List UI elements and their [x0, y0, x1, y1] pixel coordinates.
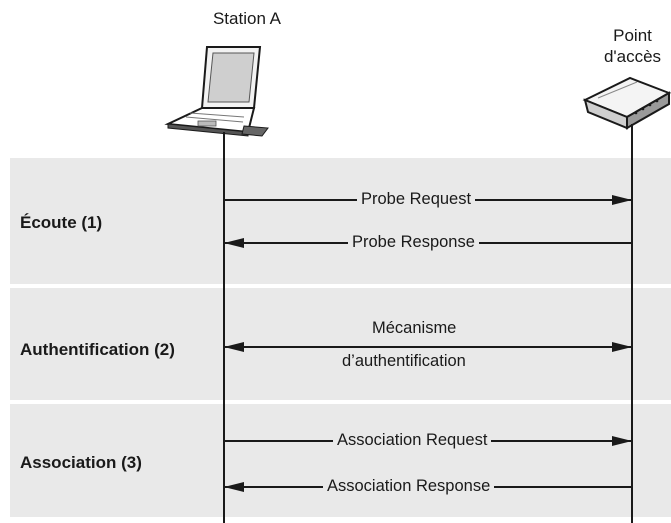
authentification-label-line2: d’authentification: [338, 352, 470, 371]
probe-request-label: Probe Request: [357, 190, 476, 209]
phase-label-association: Association (3): [20, 453, 142, 472]
access-point-label-line2: d'accès: [603, 47, 662, 66]
station-label: Station A: [212, 9, 282, 28]
access-point-icon: [582, 76, 671, 130]
access-point-label-line1: Point: [613, 26, 652, 45]
laptop-icon: [164, 46, 269, 137]
association-response-label: Association Response: [323, 477, 495, 496]
phase-band-ecoute: [10, 158, 671, 284]
association-request-label: Association Request: [333, 431, 492, 450]
phase-band-association: [10, 404, 671, 517]
authentification-label-line1: Mécanisme: [368, 319, 461, 338]
phase-label-authentification: Authentification (2): [20, 340, 175, 359]
phase-label-ecoute: Écoute (1): [20, 213, 103, 232]
probe-response-label: Probe Response: [348, 233, 479, 252]
